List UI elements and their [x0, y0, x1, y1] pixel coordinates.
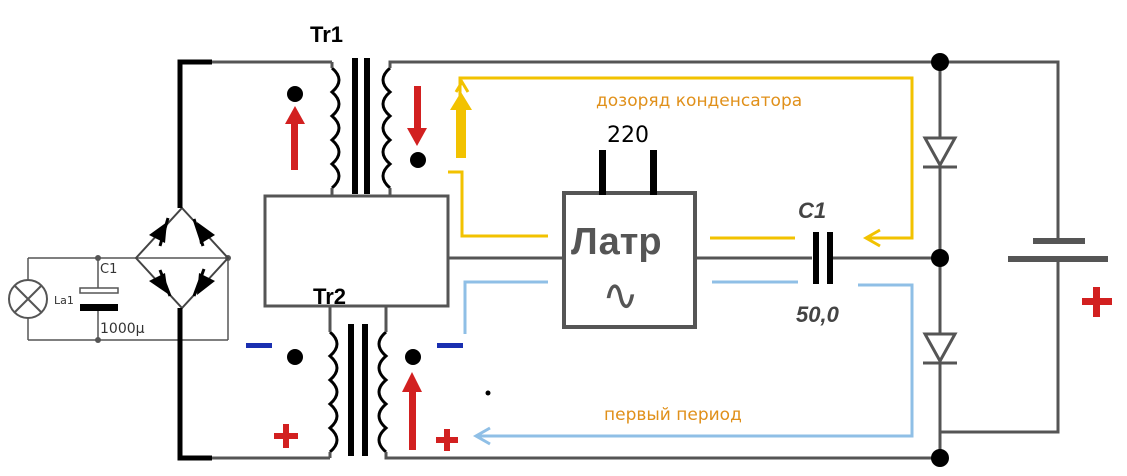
- stray-dot: [485, 390, 491, 396]
- transformer-tr1: [287, 58, 426, 194]
- junction-dot: [931, 449, 949, 467]
- latr-label: Латр: [571, 221, 662, 263]
- arrow-up-red: [285, 106, 305, 170]
- first-period-path-blue: [463, 280, 914, 446]
- polarity-dot: [287, 349, 303, 365]
- arrow-up-red: [402, 372, 422, 450]
- latr-autotransformer: [562, 150, 697, 329]
- polarity-dot: [410, 152, 426, 168]
- plus-sign-battery: [1082, 287, 1112, 317]
- lamp-and-capacitor-circuit: [27, 257, 229, 341]
- c1-large-label: C1: [798, 198, 826, 223]
- la1-label: La1: [54, 294, 74, 307]
- recharge-caption: дозоряд конденсатора: [596, 91, 802, 111]
- transformer-tr2: [287, 324, 421, 456]
- recharge-arrow-yellow: [450, 92, 472, 158]
- voltage-label: 220: [607, 123, 649, 148]
- lamp-la1: [8, 279, 48, 319]
- plus-signs: [274, 287, 1112, 451]
- diode-lower: [922, 332, 958, 365]
- junction-dot: [95, 337, 101, 343]
- winding-wires: [212, 60, 1060, 460]
- junction-dot: [931, 249, 949, 267]
- diode-upper: [922, 136, 958, 169]
- red-arrows: [285, 86, 427, 450]
- c1-small-label: C1: [100, 262, 117, 277]
- recharge-path-yellow: [448, 76, 914, 248]
- capacitor-c1-large: [813, 232, 833, 284]
- bridge-diodes: [149, 217, 215, 297]
- polarity-dot: [287, 86, 303, 102]
- polarity-dot: [405, 349, 421, 365]
- primary-bold-wire: [177, 59, 212, 461]
- minus-sign: [437, 343, 463, 348]
- plus-sign-tr2-left: [274, 424, 298, 448]
- battery: [1008, 238, 1108, 262]
- minus-signs: [246, 343, 463, 348]
- junction-dot: [931, 53, 949, 71]
- plus-sign-tr2-right: [436, 429, 458, 451]
- latr-symbol: ∿: [602, 270, 639, 321]
- c1-small-value: 1000µ: [100, 321, 145, 337]
- minus-sign: [246, 343, 272, 348]
- first-period-caption: первый период: [604, 405, 742, 425]
- junction-dot: [95, 255, 101, 261]
- capacitor-c1-small: [79, 287, 119, 311]
- c1-large-value: 50,0: [796, 302, 840, 327]
- tr1-label: Tr1: [310, 22, 343, 47]
- arrow-down-red: [407, 86, 427, 146]
